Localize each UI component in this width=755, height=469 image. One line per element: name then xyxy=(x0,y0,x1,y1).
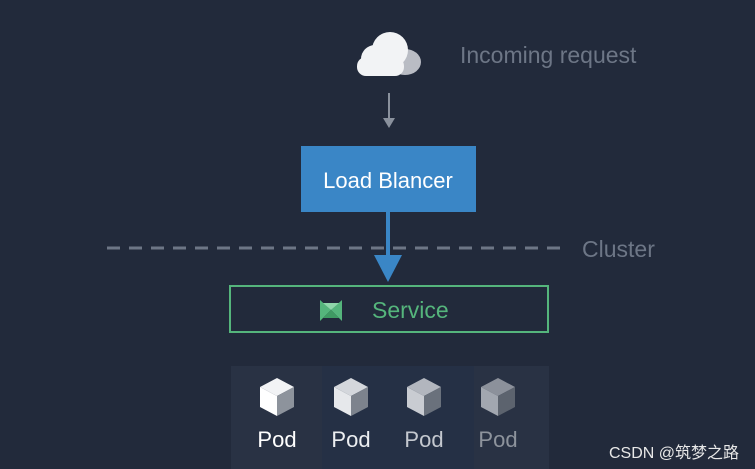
cube-icon xyxy=(407,378,441,416)
incoming-request-label: Incoming request xyxy=(460,42,637,68)
service-label: Service xyxy=(372,297,449,323)
service-box: Service xyxy=(229,285,549,333)
pod-label: Pod xyxy=(257,427,296,452)
pod-3: Pod xyxy=(404,378,444,452)
load-balancer-label: Load Blancer xyxy=(323,168,453,193)
cube-icon xyxy=(260,378,294,416)
pod-label: Pod xyxy=(404,427,443,452)
lb-to-service-arrow xyxy=(374,212,402,282)
pod-4: Pod xyxy=(478,378,518,452)
cube-icon xyxy=(334,378,368,416)
cloud-icon xyxy=(357,32,421,76)
load-balancer-box: Load Blancer xyxy=(301,146,476,212)
request-arrow xyxy=(383,93,395,128)
service-icon xyxy=(320,300,342,321)
pod-label: Pod xyxy=(478,427,517,452)
pod-2: Pod xyxy=(331,378,371,452)
pod-1: Pod xyxy=(257,378,297,452)
watermark: CSDN @筑梦之路 xyxy=(609,444,739,462)
cube-icon xyxy=(481,378,515,416)
cluster-label: Cluster xyxy=(582,236,655,262)
pods-panel: Pod Pod Pod xyxy=(231,366,549,469)
pod-label: Pod xyxy=(331,427,370,452)
